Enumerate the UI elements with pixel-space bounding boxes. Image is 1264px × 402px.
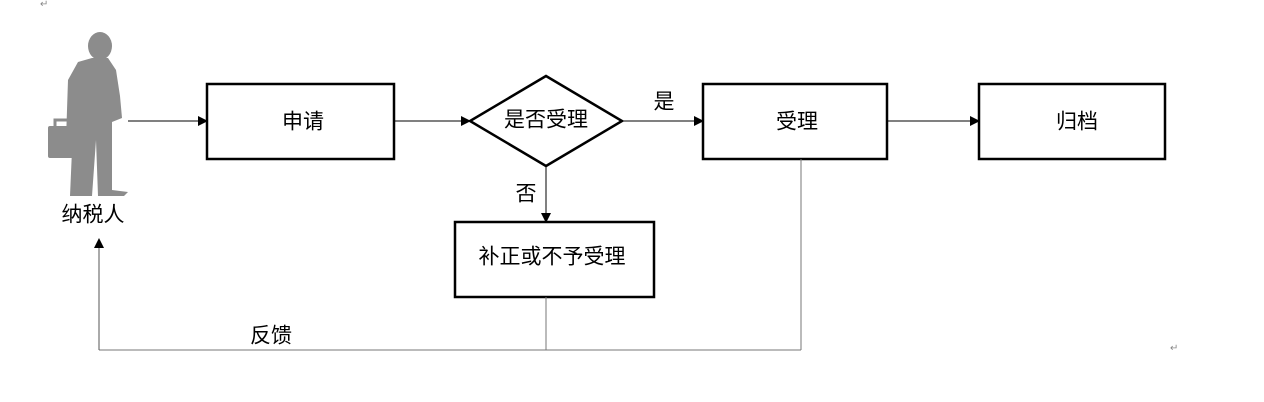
edge-label-no: 否 [515,181,537,206]
paragraph-mark-top: ↵ [40,0,49,10]
apply-box [205,82,396,161]
accept-label: 受理 [776,109,818,134]
decision-label: 是否受理 [504,107,588,132]
archive-box [977,82,1167,161]
archive-label: 归档 [1056,109,1098,134]
edge-label-feedback: 反馈 [250,323,292,348]
paragraph-mark-bottom: ↵ [1170,343,1179,354]
edge-label-yes: 是 [653,89,675,114]
reject-label: 补正或不予受理 [478,244,626,269]
apply-label: 申请 [282,109,324,134]
reject-box [453,220,656,299]
businessman-silhouette-icon [48,32,128,196]
actor-label: 纳税人 [61,202,125,227]
